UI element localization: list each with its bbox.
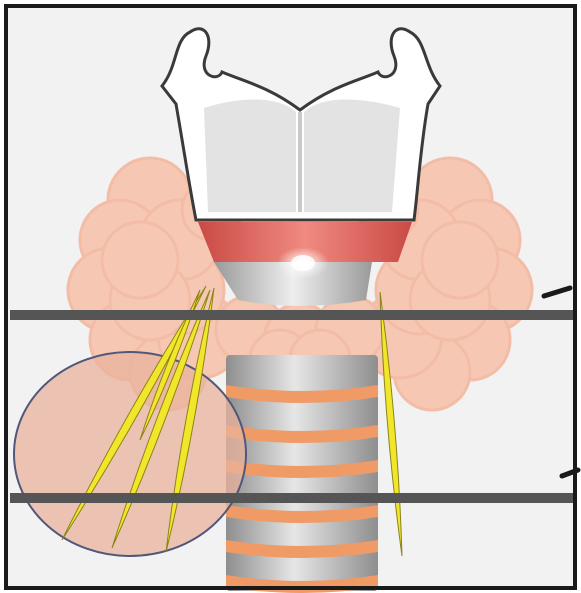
upper-level-line <box>10 310 576 320</box>
thyroid-lobule <box>422 222 498 298</box>
trachea-icon <box>226 355 378 593</box>
lower-level-line <box>10 493 576 503</box>
thyroid-lobule <box>102 222 178 298</box>
cartilage-left-plate <box>204 99 296 212</box>
cartilage-right-plate <box>304 99 400 212</box>
membrane-spot <box>291 255 315 271</box>
highlight-circle-icon <box>14 352 246 556</box>
